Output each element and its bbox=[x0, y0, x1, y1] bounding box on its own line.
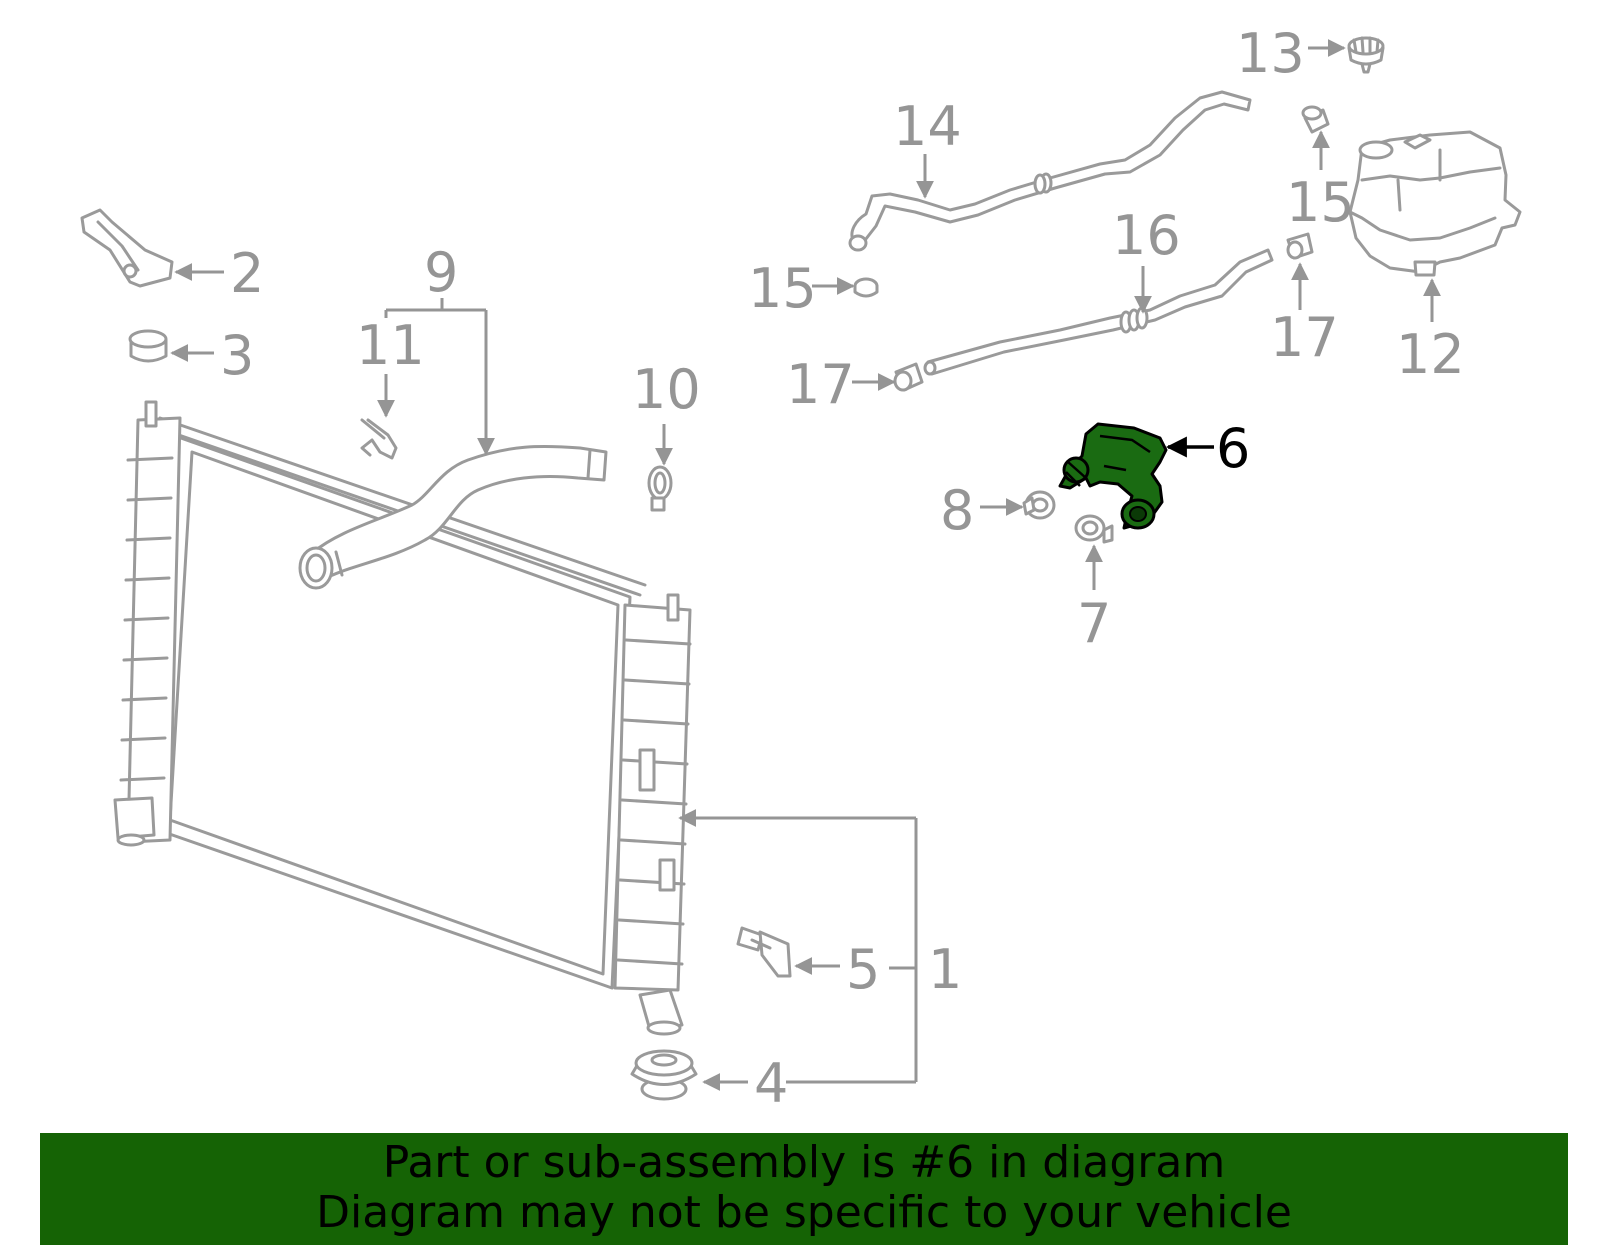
clamp-part-10[interactable] bbox=[647, 465, 673, 512]
insulator-part-4[interactable] bbox=[630, 1049, 698, 1101]
bracket-part-2[interactable] bbox=[80, 208, 174, 288]
callout-17-left[interactable]: 17 bbox=[786, 353, 855, 416]
outlet-hose-part-6[interactable] bbox=[1058, 422, 1168, 530]
overflow-hose-part-14[interactable] bbox=[848, 90, 1252, 252]
banner-line-1: Part or sub-assembly is #6 in diagram bbox=[382, 1137, 1226, 1188]
callout-13[interactable]: 13 bbox=[1236, 22, 1305, 85]
callout-17-right[interactable]: 17 bbox=[1270, 306, 1339, 369]
callout-8[interactable]: 8 bbox=[940, 479, 974, 542]
sleeve-part-17-right[interactable] bbox=[1286, 232, 1314, 260]
coolant-reservoir-part-12[interactable] bbox=[1348, 130, 1522, 277]
reservoir-cap-part-13[interactable] bbox=[1347, 36, 1385, 74]
callout-leaders bbox=[170, 39, 1441, 1091]
callout-16[interactable]: 16 bbox=[1112, 204, 1181, 267]
callout-12[interactable]: 12 bbox=[1396, 323, 1465, 386]
drain-plug-part-5[interactable] bbox=[736, 926, 792, 978]
callout-6[interactable]: 6 bbox=[1216, 417, 1250, 480]
callout-3[interactable]: 3 bbox=[220, 324, 254, 387]
callout-10[interactable]: 10 bbox=[632, 358, 701, 421]
clamp-part-7[interactable] bbox=[1074, 514, 1114, 544]
callout-7[interactable]: 7 bbox=[1077, 592, 1111, 655]
info-banner: Part or sub-assembly is #6 in diagram Di… bbox=[40, 1133, 1568, 1245]
callout-15-right[interactable]: 15 bbox=[1286, 171, 1355, 234]
clamp-part-8[interactable] bbox=[1022, 490, 1056, 520]
callout-1[interactable]: 1 bbox=[928, 938, 962, 1001]
callout-labels: 1 2 3 4 5 6 7 8 9 10 11 12 13 14 15 15 1… bbox=[220, 22, 1465, 1115]
grommet-part-15-left[interactable] bbox=[853, 277, 879, 298]
sleeve-part-17-left[interactable] bbox=[893, 362, 924, 392]
radiator-part-1[interactable] bbox=[113, 400, 692, 1036]
callout-15-left[interactable]: 15 bbox=[748, 257, 817, 320]
hose-part-16[interactable] bbox=[923, 248, 1274, 376]
callout-5[interactable]: 5 bbox=[846, 938, 880, 1001]
clip-part-11[interactable] bbox=[360, 418, 398, 460]
callout-2[interactable]: 2 bbox=[230, 242, 264, 305]
callout-4[interactable]: 4 bbox=[754, 1052, 788, 1115]
callout-9[interactable]: 9 bbox=[424, 241, 458, 304]
upper-hose-part-9[interactable] bbox=[298, 444, 608, 590]
callout-14[interactable]: 14 bbox=[893, 95, 962, 158]
banner-line-2: Diagram may not be specific to your vehi… bbox=[316, 1187, 1292, 1238]
grommet-part-15-right[interactable] bbox=[1301, 105, 1330, 134]
callout-11[interactable]: 11 bbox=[356, 314, 425, 377]
isolator-part-3[interactable] bbox=[128, 329, 168, 363]
